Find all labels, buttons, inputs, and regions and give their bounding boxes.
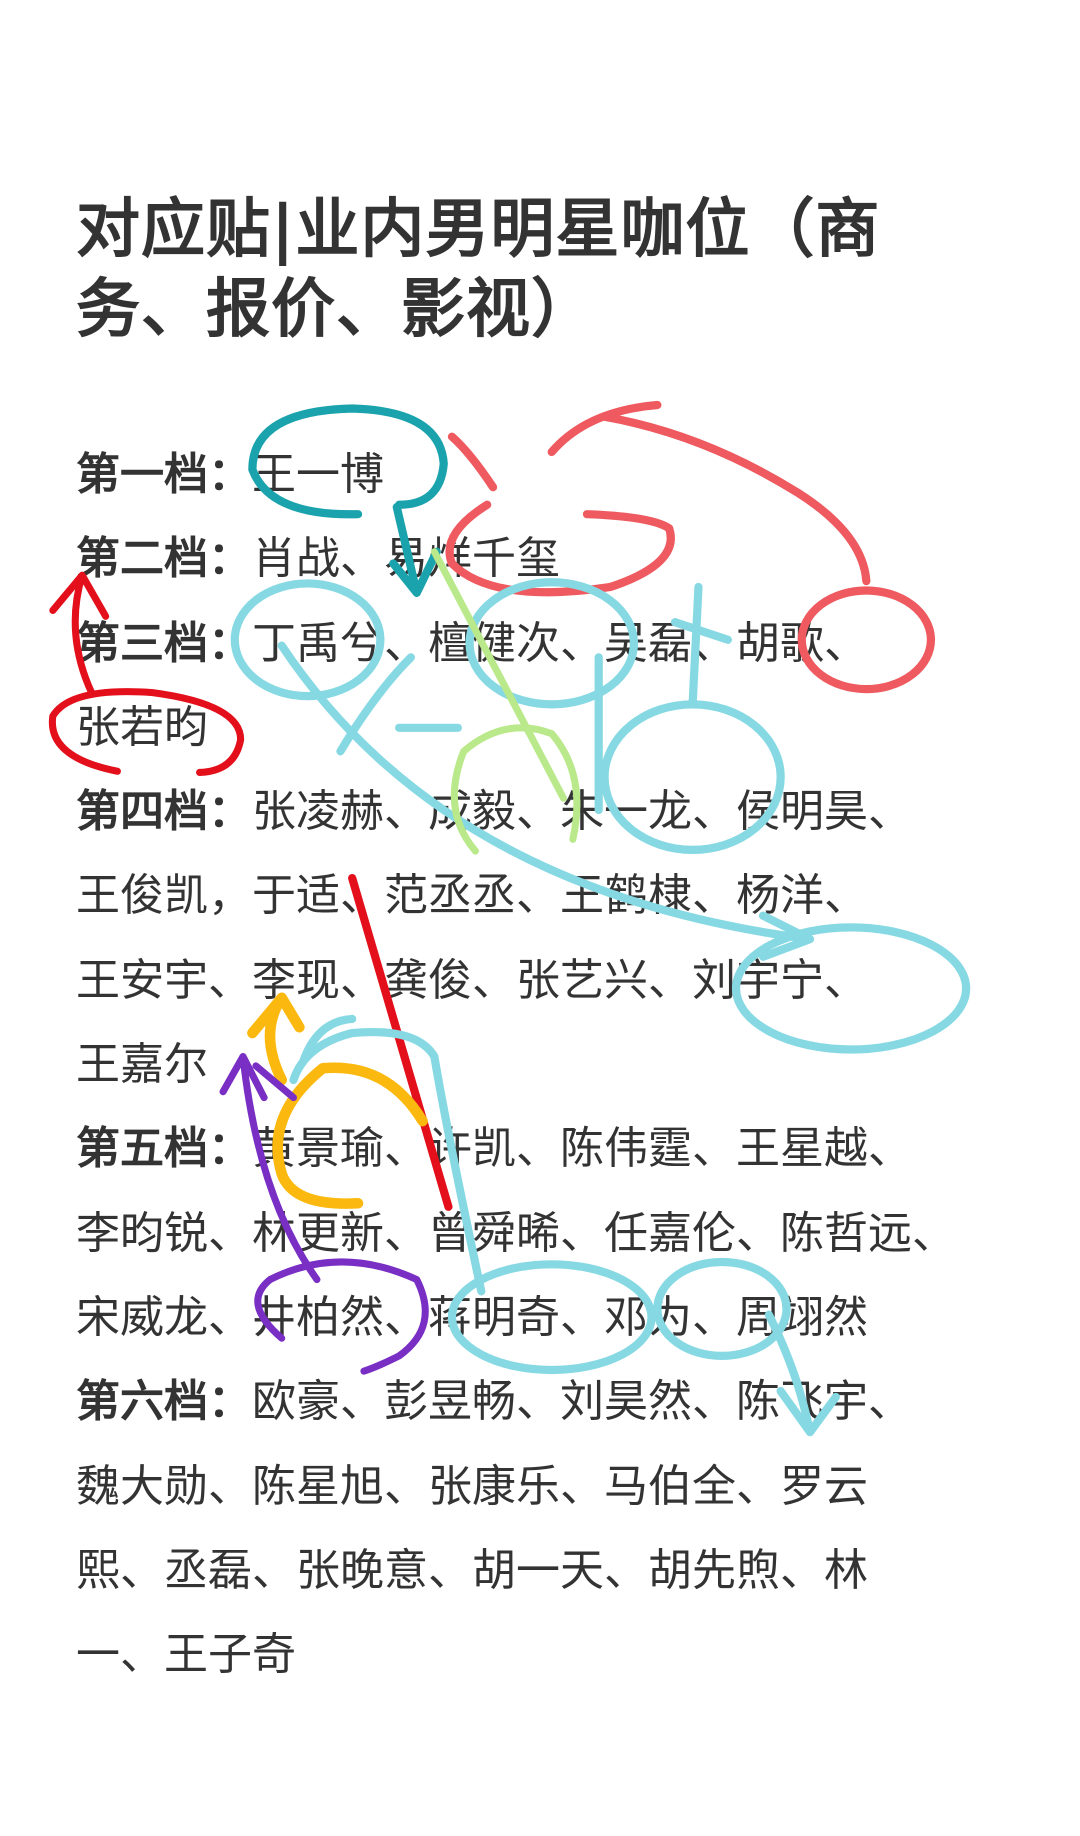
tier-line: 熙、丞磊、张晚意、胡一天、胡先煦、林: [76, 1529, 1056, 1613]
tier-label: 第三档：: [76, 617, 252, 669]
tier-line: 宋威龙、井柏然、蒋明奇、邓为、周翊然: [76, 1276, 1056, 1360]
tier-label: 第二档：: [76, 533, 252, 585]
tier-names: 肖战、易烊千玺: [252, 533, 560, 585]
tier-line: 第五档：黄景瑜、许凯、陈伟霆、王星越、: [76, 1107, 1056, 1191]
tier-names: 魏大勋、陈星旭、张康乐、马伯全、罗云: [76, 1460, 868, 1512]
tier-label: 第四档：: [76, 786, 252, 838]
tier-names: 丁禹兮、檀健次、吴磊、胡歌、: [252, 617, 868, 669]
tier-names: 王安宇、李现、龚俊、张艺兴、刘宇宁、: [76, 954, 868, 1006]
tier-line: 第一档：王一博: [76, 433, 1056, 517]
tier-line: 第三档：丁禹兮、檀健次、吴磊、胡歌、: [76, 602, 1056, 686]
title-line-2: 务、报价、影视）: [76, 273, 596, 347]
tier-names: 黄景瑜、许凯、陈伟霆、王星越、: [252, 1123, 912, 1175]
tier-names: 宋威龙、井柏然、蒋明奇、邓为、周翊然: [76, 1291, 868, 1343]
title-line-1: 对应贴|业内男明星咖位（商: [76, 193, 881, 267]
tier-label: 第五档：: [76, 1123, 252, 1175]
tier-names: 王嘉尔: [76, 1039, 208, 1091]
tier-line: 一、王子奇: [76, 1613, 1056, 1697]
tier-line: 张若昀: [76, 686, 1056, 770]
tier-line: 第六档：欧豪、彭昱畅、刘昊然、陈飞宇、: [76, 1360, 1056, 1444]
tier-line: 王嘉尔: [76, 1023, 1056, 1107]
tier-names: 张若昀: [76, 701, 208, 753]
tier-line: 第二档：肖战、易烊千玺: [76, 517, 1056, 601]
tier-names: 一、王子奇: [76, 1629, 296, 1681]
tier-line: 王俊凯，于适、范丞丞、王鹤棣、杨洋、: [76, 854, 1056, 938]
tier-names: 熙、丞磊、张晚意、胡一天、胡先煦、林: [76, 1544, 868, 1596]
tier-names: 李昀锐、林更新、曾舜晞、任嘉伦、陈哲远、: [76, 1207, 956, 1259]
tier-line: 魏大勋、陈星旭、张康乐、马伯全、罗云: [76, 1445, 1056, 1529]
tier-label: 第六档：: [76, 1376, 252, 1428]
tier-list: 第一档：王一博第二档：肖战、易烊千玺第三档：丁禹兮、檀健次、吴磊、胡歌、张若昀第…: [76, 433, 1056, 1697]
tier-label: 第一档：: [76, 449, 252, 500]
tier-line: 王安宇、李现、龚俊、张艺兴、刘宇宁、: [76, 939, 1056, 1023]
tier-names: 欧豪、彭昱畅、刘昊然、陈飞宇、: [252, 1376, 912, 1428]
tier-names: 王俊凯，于适、范丞丞、王鹤棣、杨洋、: [76, 870, 868, 922]
tier-line: 第四档：张凌赫、成毅、朱一龙、侯明昊、: [76, 770, 1056, 854]
tier-names: 王一博: [252, 449, 384, 500]
tier-line: 李昀锐、林更新、曾舜晞、任嘉伦、陈哲远、: [76, 1192, 1056, 1276]
post-title: 对应贴|业内男明星咖位（商 务、报价、影视）: [76, 190, 1036, 350]
tier-names: 张凌赫、成毅、朱一龙、侯明昊、: [252, 786, 912, 838]
